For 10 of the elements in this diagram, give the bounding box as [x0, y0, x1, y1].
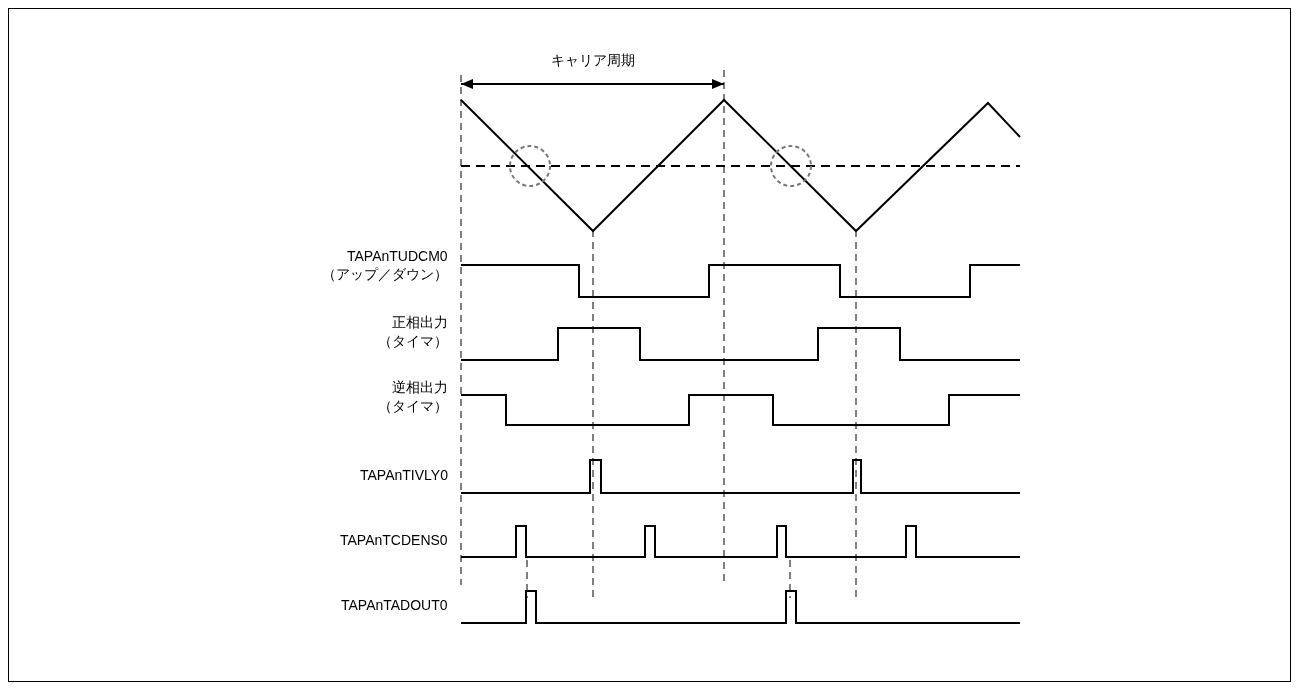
- dimension-label: キャリア周期: [551, 52, 635, 68]
- signal-name: 正相出力: [392, 314, 448, 330]
- signal-note: （タイマ）: [378, 398, 448, 414]
- signal-name: TAPAnTCDENS0: [340, 532, 448, 548]
- signal-name: TAPAnTUDCM0: [347, 248, 448, 264]
- signal-note: （アップ／ダウン）: [322, 266, 448, 282]
- signal-name: 逆相出力: [392, 379, 448, 395]
- signal-note: （タイマ）: [378, 333, 448, 349]
- signal-name: TAPAnTADOUT0: [341, 597, 448, 613]
- signal-name: TAPAnTIVLY0: [360, 467, 448, 483]
